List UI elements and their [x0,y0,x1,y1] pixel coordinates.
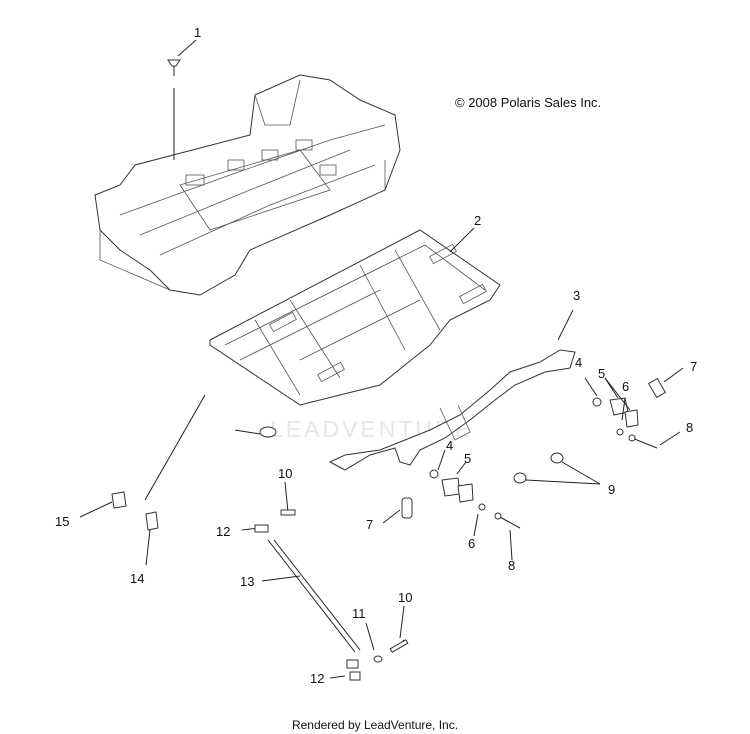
callout-10b: 10 [398,590,412,605]
callout-5b: 5 [464,451,471,466]
callout-12b: 12 [310,671,324,686]
hardware-part-14-15 [79,394,206,566]
callout-8b: 8 [508,558,515,573]
callout-4: 4 [575,355,582,370]
callout-14: 14 [130,571,144,586]
hardware-bottom [365,605,409,663]
callout-9: 9 [608,482,615,497]
frame-part-2 [209,227,501,406]
callout-3: 3 [573,288,580,303]
callout-labels: 1 2 3 4 5 6 7 8 4 5 9 10 7 6 8 12 13 15 … [55,25,697,686]
callout-15: 15 [55,514,69,529]
callout-12: 12 [216,524,230,539]
callout-7b: 7 [366,517,373,532]
callout-10: 10 [278,466,292,481]
callout-6b: 6 [468,536,475,551]
callout-2: 2 [474,213,481,228]
callout-11: 11 [352,606,366,621]
hardware-upper-right [584,367,684,449]
callout-8: 8 [686,420,693,435]
callout-6: 6 [622,379,629,394]
callout-13: 13 [240,574,254,589]
callout-5: 5 [598,366,605,381]
spring-part-7 [382,497,413,524]
footer-credit: Rendered by LeadVenture, Inc. [291,718,459,732]
callout-1: 1 [194,25,201,40]
callout-4b: 4 [446,438,453,453]
grommet-part-4 [234,426,277,438]
cargo-box [94,74,401,296]
hardware-lower-left [241,481,361,681]
copyright-text: © 2008 Polaris Sales Inc. [455,95,602,110]
callout-7: 7 [690,359,697,374]
screw-part-1 [167,39,197,160]
hardware-middle [429,449,601,561]
latch-bar-part-3 [328,309,576,471]
